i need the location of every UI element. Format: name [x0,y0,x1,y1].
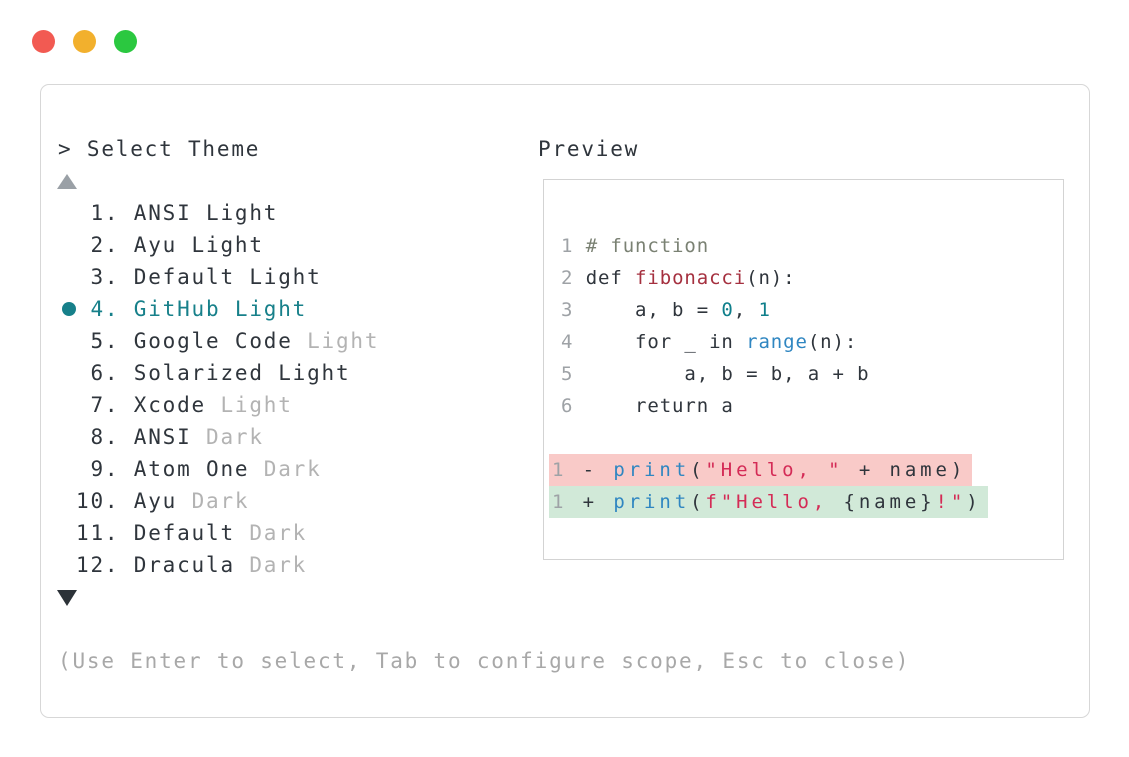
code-block: 1 # function 2 def fibonacci(n): 3 a, b = … [544,180,1063,518]
theme-item-dracula-dark[interactable]: 12. Dracula Dark [76,553,308,577]
theme-list: 1. ANSI Light 2. Ayu Light 3. Default Li… [41,197,521,581]
theme-item-github-light[interactable]: 4. GitHub Light [41,293,521,325]
theme-item-atom-one-dark[interactable]: 9. Atom One Dark [76,457,322,481]
code-line-4: 4 for _ in range(n): [561,331,858,353]
theme-item-ansi-light[interactable]: 1. ANSI Light [76,201,279,225]
code-line-blank [544,422,1063,454]
code-line-3: 3 a, b = 0, 1 [561,299,771,321]
diff-removed-line: 1 - print("Hello, " + name) [544,454,1063,486]
maximize-window-icon[interactable] [114,30,137,53]
diff-added-line: 1 + print(f"Hello, {name}!") [544,486,1063,518]
theme-item-default-light[interactable]: 3. Default Light [76,265,322,289]
preview-label: Preview [538,137,640,161]
code-line-5: 5 a, b = b, a + b [561,363,870,385]
window-controls [32,30,137,53]
preview-pane: 1 # function 2 def fibonacci(n): 3 a, b = … [543,179,1064,560]
theme-item-ansi-dark[interactable]: 8. ANSI Dark [76,425,264,449]
code-line-1: 1 # function [561,235,710,257]
select-theme-prompt: > Select Theme [58,137,261,161]
scroll-up-icon[interactable] [57,174,77,189]
close-window-icon[interactable] [32,30,55,53]
code-line-6: 6 return a [561,395,734,417]
diff-added-highlight: 1 + print(f"Hello, {name}!") [549,486,988,518]
help-text: (Use Enter to select, Tab to configure s… [58,649,911,673]
scroll-down-icon[interactable] [57,590,77,606]
diff-removed-highlight: 1 - print("Hello, " + name) [549,454,973,486]
theme-item-google-code-light[interactable]: 5. Google Code Light [76,329,380,353]
minimize-window-icon[interactable] [73,30,96,53]
selected-bullet-icon [62,302,76,316]
theme-item-solarized-light[interactable]: 6. Solarized Light [76,361,351,385]
theme-item-ayu-dark[interactable]: 10. Ayu Dark [76,489,250,513]
theme-item-ayu-light[interactable]: 2. Ayu Light [76,233,264,257]
theme-item-default-dark[interactable]: 11. Default Dark [76,521,308,545]
code-line-2: 2 def fibonacci(n): [561,267,796,289]
theme-picker-window: > Select Theme Preview 1. ANSI Light 2. … [40,84,1090,718]
theme-item-xcode-light[interactable]: 7. Xcode Light [76,393,293,417]
